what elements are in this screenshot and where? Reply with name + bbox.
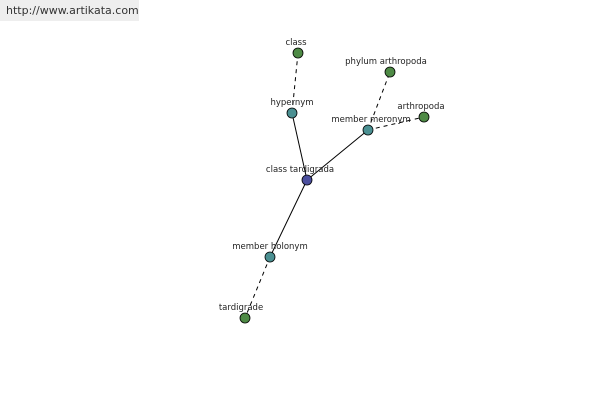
edge-member-meronym-arthropoda (367, 116, 425, 131)
node-phylum-arthropoda[interactable]: phylum arthropoda (345, 57, 427, 78)
node-marker-member-meronym[interactable] (362, 124, 374, 136)
node-label-hypernym: hypernym (270, 98, 313, 108)
edge-class-tardigrada-member-holonym (269, 179, 308, 258)
node-marker-tardigrade[interactable] (239, 312, 251, 324)
edge-member-holonym-tardigrade (244, 256, 271, 319)
node-label-member-meronym: member meronym (331, 115, 410, 125)
node-marker-class-tardigrada[interactable] (301, 174, 313, 186)
node-member-meronym[interactable]: member meronym (331, 115, 411, 136)
node-label-phylum-arthropoda: phylum arthropoda (345, 57, 427, 67)
node-label-class: class (285, 38, 307, 48)
node-label-class-tardigrada: class tardigrada (266, 165, 334, 175)
node-marker-hypernym[interactable] (286, 107, 298, 119)
edge-member-meronym-phylum-arthropoda (367, 71, 391, 131)
edge-class-tardigrada-member-meronym (306, 129, 369, 181)
node-marker-class[interactable] (292, 47, 304, 59)
node-tardigrade[interactable]: tardigrade (219, 303, 263, 324)
watermark-url: http://www.artikata.com (6, 4, 139, 17)
node-marker-member-holonym[interactable] (264, 251, 276, 263)
node-class[interactable]: class (285, 38, 307, 59)
node-label-tardigrade: tardigrade (219, 303, 263, 313)
node-hypernym[interactable]: hypernym (270, 98, 314, 119)
node-arthropoda[interactable]: arthropoda (397, 102, 445, 123)
node-class-tardigrada[interactable]: class tardigrada (266, 165, 334, 186)
node-label-member-holonym: member holonym (232, 242, 307, 252)
node-marker-arthropoda[interactable] (418, 111, 430, 123)
nodes-layer: class tardigrada hypernym class member mero… (219, 38, 445, 324)
node-member-holonym[interactable]: member holonym (232, 242, 308, 263)
edge-class-tardigrada-hypernym (291, 112, 308, 181)
watermark-banner: http://www.artikata.com (0, 0, 139, 21)
edge-hypernym-class (291, 52, 299, 114)
edges-layer (244, 52, 425, 319)
node-label-arthropoda: arthropoda (397, 102, 444, 112)
node-marker-phylum-arthropoda[interactable] (384, 66, 396, 78)
